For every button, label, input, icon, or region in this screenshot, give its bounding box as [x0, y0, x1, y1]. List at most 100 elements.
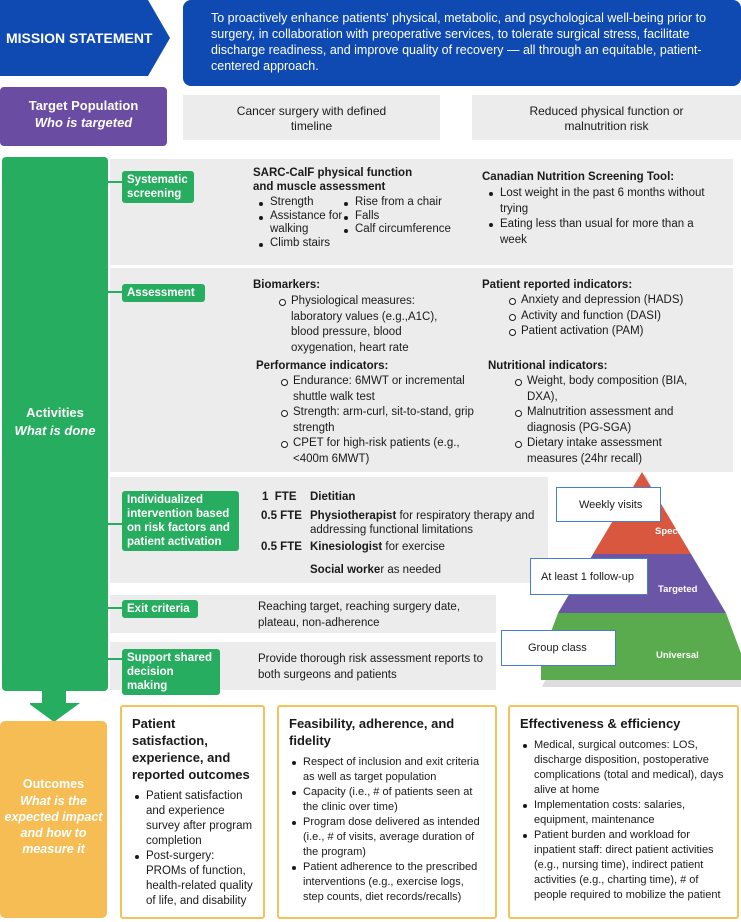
cnst-list: Lost weight in the past 6 months without…: [486, 186, 711, 248]
outcome-col-effectiveness-title: Effectiveness & efficiency: [520, 716, 681, 731]
sarc-title: SARC-CalF physical function and muscle a…: [253, 167, 413, 193]
patient-reported-list: Anxiety and depression (HADS)Activity an…: [507, 293, 722, 340]
activities-label: Activities: [26, 405, 84, 420]
outcomes-label: Outcomes: [22, 777, 85, 791]
support-text: Provide thorough risk assessment reports…: [258, 653, 483, 681]
cnst-title: Canadian Nutrition Screening Tool:: [482, 171, 675, 183]
intervention-connector: [92, 523, 124, 525]
target-box-cancer: Cancer surgery with defined timeline: [183, 95, 440, 140]
outcome-item: Patient adherence to the prescribed inte…: [289, 860, 485, 905]
patient-reported-title: Patient reported indicators:: [482, 279, 633, 291]
intervention-label: Individualized intervention based on ris…: [122, 491, 239, 551]
fte-kinesiologist: 0.5 FTE: [261, 541, 302, 553]
pyramid-label-universal: Universal: [656, 650, 699, 661]
assessment-row: [110, 268, 733, 472]
screening-label: Systematic screening: [122, 171, 194, 203]
outcome-item: Patient burden and workload for inpatien…: [520, 828, 727, 903]
exit-connector: [92, 607, 124, 609]
mission-text: To proactively enhance patients' physica…: [211, 11, 707, 73]
callout-weekly: Weekly visits: [556, 487, 661, 522]
fte-physio: 0.5 FTE: [261, 510, 302, 522]
role-social-worker: Social worker as needed: [310, 563, 540, 579]
sarc-item: Climb stairs: [256, 237, 348, 251]
outcome-item: Medical, surgical outcomes: LOS, dischar…: [520, 738, 727, 798]
outcome-item: Post-surgery: PROMs of function, health-…: [132, 849, 253, 909]
target-box-function-text: Reduced physical function or malnutritio…: [529, 104, 684, 133]
role-dietitian: Dietitian: [310, 490, 540, 506]
performance-list: Endurance: 6MWT or incremental shuttle w…: [279, 374, 479, 467]
mission-text-box: To proactively enhance patients' physica…: [183, 0, 741, 86]
role-social-worker-name: Social worke: [310, 564, 381, 576]
role-physio: Physiotherapist for respiratory therapy …: [310, 509, 542, 537]
exit-label: Exit criteria: [122, 600, 198, 618]
outcome-col-feasibility-list: Respect of inclusion and exit criteria a…: [289, 755, 485, 905]
performance-item: CPET for high-risk patients (e.g., <400m…: [279, 436, 479, 467]
support-label: Support shared decision making: [122, 649, 220, 695]
mission-label-box: MISSION STATEMENT: [0, 0, 170, 76]
outcome-col-patient-list: Patient satisfaction and experience surv…: [132, 789, 253, 909]
role-physio-desc: for respiratory therapy and addressing f…: [310, 510, 535, 536]
target-sublabel: Who is targeted: [34, 115, 133, 130]
target-box-function: Reduced physical function or malnutritio…: [472, 95, 741, 140]
outcome-col-patient-title: Patient satisfaction, experience, and re…: [132, 716, 250, 782]
role-social-worker-desc: r as needed: [380, 564, 442, 576]
mission-arrow-shape: [0, 0, 170, 76]
outcomes-sublabel: What is the expected impact and how to m…: [4, 794, 103, 856]
nutritional-list: Weight, body composition (BIA, DXA),Maln…: [513, 374, 713, 467]
role-kinesiologist-name: Kinesiologist: [310, 541, 383, 553]
nutritional-item: Dietary intake assessment measures (24hr…: [513, 436, 713, 467]
activities-down-arrow: [30, 691, 80, 722]
sarc-item: Strength: [256, 196, 348, 210]
patient-reported-item: Activity and function (DASI): [507, 309, 722, 325]
outcome-item: Respect of inclusion and exit criteria a…: [289, 755, 485, 785]
screening-connector: [92, 181, 124, 183]
patient-reported-item: Anxiety and depression (HADS): [507, 293, 722, 309]
sarc-item: Assistance for walking: [256, 210, 348, 237]
callout-group-text: Group class: [528, 642, 587, 654]
outcomes-label-box: [0, 721, 107, 918]
exit-text: Reaching target, reaching surgery date, …: [258, 601, 461, 629]
role-kinesiologist: Kinesiologist for exercise: [310, 540, 540, 556]
nutritional-title: Nutritional indicators:: [488, 360, 608, 372]
sarc-item: Rise from a chair: [341, 196, 461, 210]
cnst-item: Lost weight in the past 6 months without…: [486, 186, 711, 217]
performance-item: Endurance: 6MWT or incremental shuttle w…: [279, 374, 479, 405]
sarc-item: Calf circumference: [341, 223, 461, 237]
callout-followup: At least 1 follow-up: [530, 558, 648, 595]
outcome-item: Patient satisfaction and experience surv…: [132, 789, 253, 849]
outcome-item: Implementation costs: salaries, equipmen…: [520, 798, 727, 828]
cnst-item: Eating less than usual for more than a w…: [486, 217, 711, 248]
biomarker-item: Physiological measures: laboratory value…: [277, 294, 457, 356]
biomarkers-title: Biomarkers:: [253, 279, 321, 291]
biomarkers-list: Physiological measures: laboratory value…: [277, 294, 457, 356]
screening-row: [110, 159, 733, 265]
target-label-box: Target Population Who is targeted: [0, 87, 167, 146]
outcome-col-feasibility: Feasibility, adherence, and fidelity Res…: [277, 705, 497, 919]
support-connector: [92, 658, 124, 660]
assessment-connector: [92, 291, 124, 293]
fte-dietitian: 1 FTE: [262, 491, 297, 503]
patient-reported-item: Patient activation (PAM): [507, 324, 722, 340]
callout-weekly-text: Weekly visits: [579, 499, 643, 511]
pyramid-label-targeted: Targeted: [658, 584, 698, 595]
outcome-col-effectiveness-list: Medical, surgical outcomes: LOS, dischar…: [520, 738, 727, 903]
nutritional-item: Malnutrition assessment and diagnosis (P…: [513, 405, 713, 436]
target-box-cancer-text: Cancer surgery with defined timeline: [236, 104, 387, 133]
activities-sublabel: What is done: [14, 423, 96, 438]
outcome-col-effectiveness: Effectiveness & efficiency Medical, surg…: [508, 705, 739, 919]
role-kinesiologist-desc: for exercise: [382, 541, 445, 553]
performance-title: Performance indicators:: [256, 360, 389, 372]
activities-column: [2, 157, 108, 691]
target-label: Target Population: [28, 98, 139, 113]
outcome-item: Program dose delivered as intended (i.e.…: [289, 815, 485, 860]
outcome-item: Capacity (i.e., # of patients seen at th…: [289, 785, 485, 815]
assessment-label: Assessment: [122, 284, 205, 302]
outcome-col-feasibility-title: Feasibility, adherence, and fidelity: [289, 716, 455, 748]
callout-followup-text: At least 1 follow-up: [541, 571, 634, 583]
nutritional-item: Weight, body composition (BIA, DXA),: [513, 374, 713, 405]
role-dietitian-name: Dietitian: [310, 491, 356, 503]
pyramid-label-specialist: Specialist: [655, 526, 700, 537]
sarc-item: Falls: [341, 210, 461, 224]
